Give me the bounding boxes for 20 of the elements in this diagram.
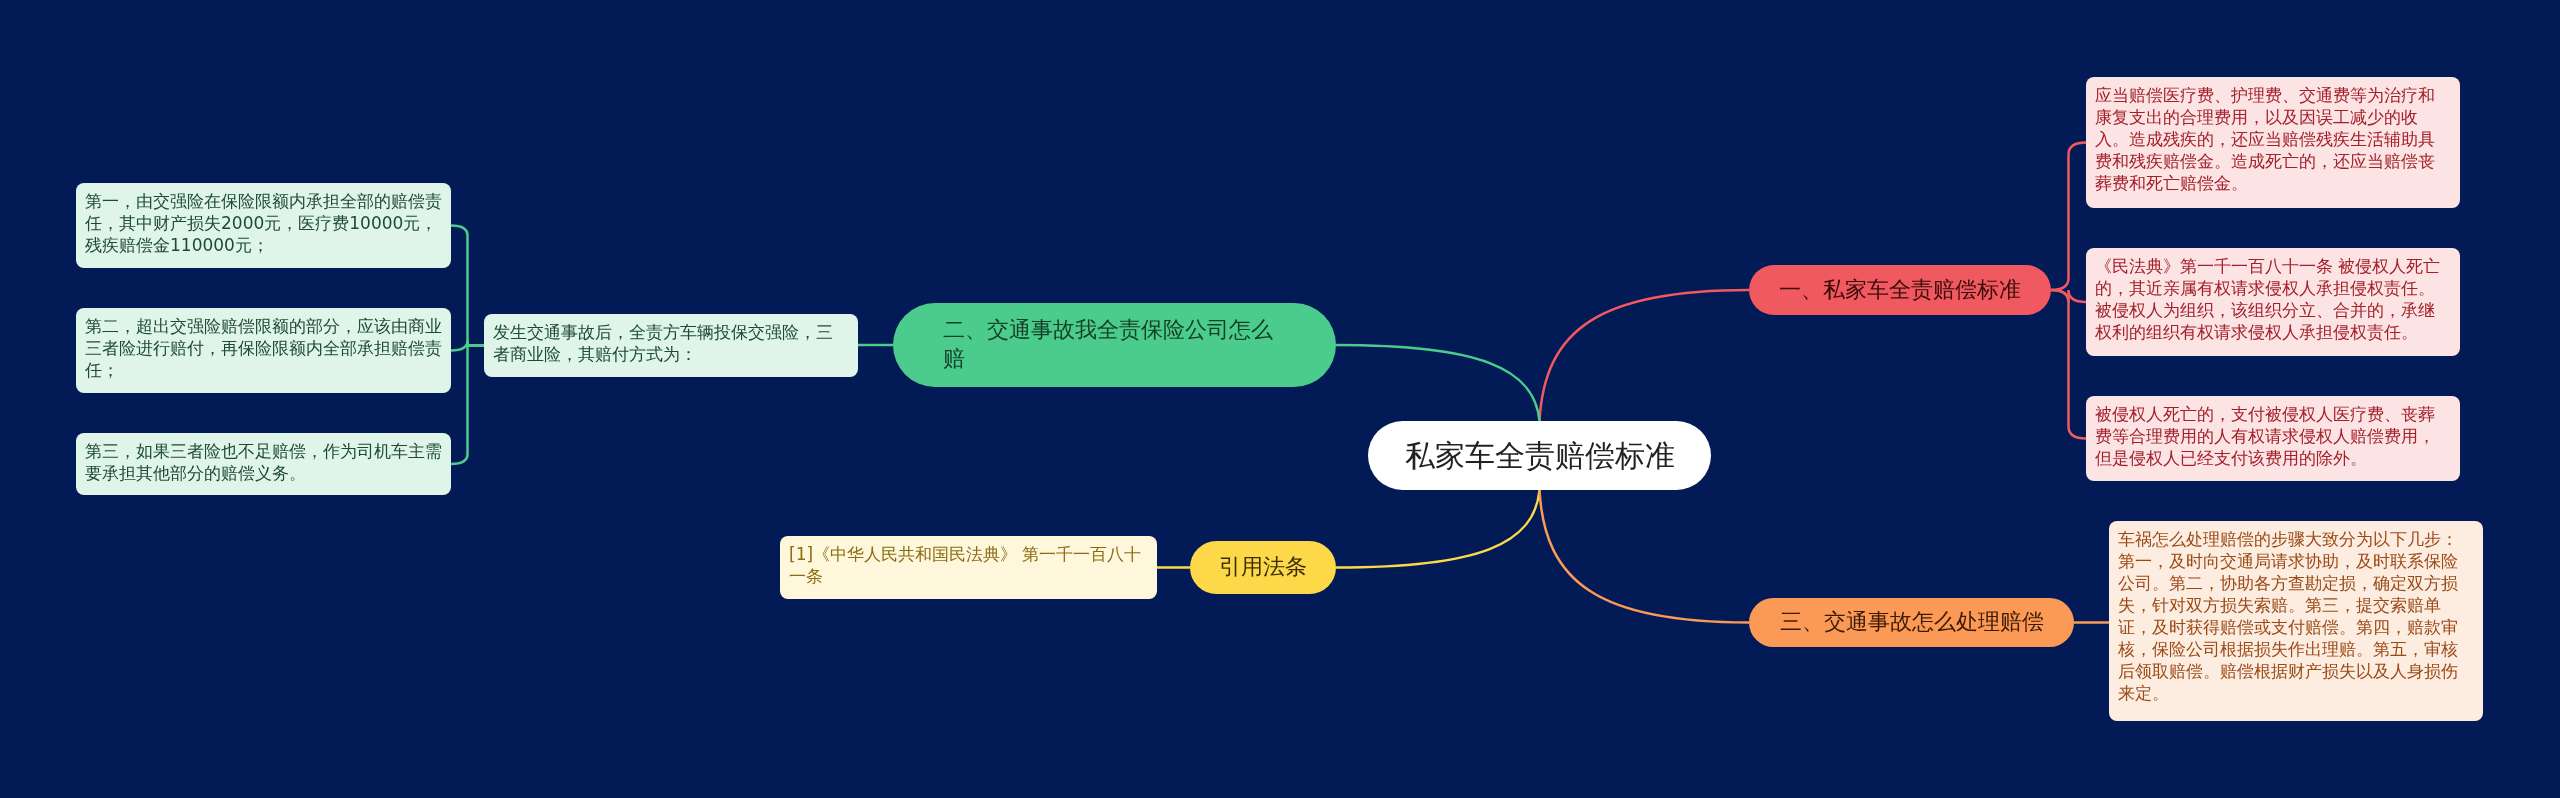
note-card: 应当赔偿医疗费、护理费、交通费等为治疗和康复支出的合理费用，以及因误工减少的收入。造成残疾的，还应当赔偿残疾生活辅助具费和残疾赔偿金。造成死亡的，还应当赔偿丧葬费和死亡赔偿金。	[2086, 77, 2460, 208]
branch-topic: 引用法条	[1190, 541, 1336, 594]
branch-topic: 三、交通事故怎么处理赔偿	[1749, 598, 2074, 647]
note-card: 第一，由交强险在保险限额内承担全部的赔偿责任，其中财产损失2000元，医疗费10000元，残疾赔偿金110000元；	[76, 183, 451, 268]
citation-card: [1]《中华人民共和国民法典》 第一千一百八十一条	[780, 536, 1157, 599]
connector	[1538, 288, 1750, 422]
branch-topic: 二、交通事故我全责保险公司怎么赔	[893, 303, 1336, 387]
central-topic: 私家车全责赔偿标准	[1368, 421, 1711, 490]
note-card: 车祸怎么处理赔偿的步骤大致分为以下几步：第一，及时向交通局请求协助，及时联系保险公司。第二，协助各方查勘定损，确定双方损失，针对双方损失索赔。第三，提交索赔单证，及时获得赔偿或支付赔偿。第四，赔款审核，保险公司根据损失作出理赔。第五，审核后领取赔偿。赔偿根据财产损失以及人身损伤来定。	[2109, 521, 2483, 721]
connector	[858, 343, 893, 347]
note-card: 发生交通事故后，全责方车辆投保交强险，三者商业险，其赔付方式为：	[484, 314, 858, 377]
note-card: 被侵权人死亡的，支付被侵权人医疗费、丧葬费等合理费用的人有权请求侵权人赔偿费用，但是侵权人已经支付该费用的除外。	[2086, 396, 2460, 481]
connector	[1157, 566, 1190, 569]
note-card: 《民法典》第一千一百八十一条 被侵权人死亡的，其近亲属有权请求侵权人承担侵权责任。被侵权人为组织，该组织分立、合并的，承继权利的组织有权请求侵权人承担侵权责任。	[2086, 248, 2460, 356]
branch-topic: 一、私家车全责赔偿标准	[1749, 265, 2051, 315]
connector	[2074, 621, 2109, 624]
connector	[1336, 343, 1541, 422]
connector	[1538, 489, 1750, 624]
note-card: 第三，如果三者险也不足赔偿，作为司机车主需要承担其他部分的赔偿义务。	[76, 433, 451, 495]
note-card: 第二，超出交强险赔偿限额的部分，应该由商业三者险进行赔付，再保险限额内全部承担赔偿责任；	[76, 308, 451, 393]
